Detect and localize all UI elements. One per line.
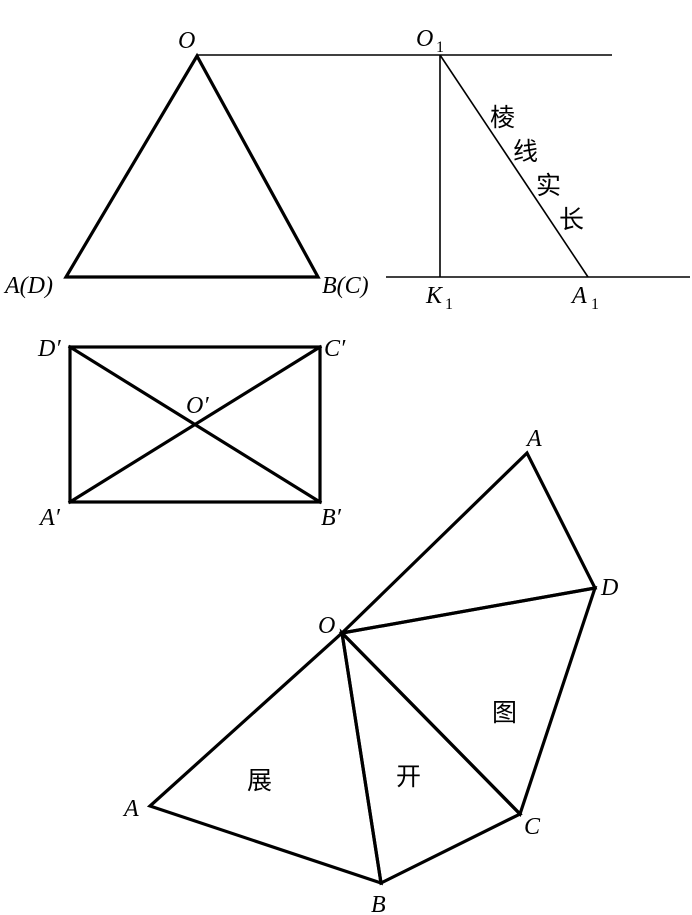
development-vertex-b: B — [371, 892, 386, 915]
development-apex-label: O — [318, 613, 335, 639]
development-face-oad — [337, 450, 598, 636]
true-length-edge — [439, 54, 589, 278]
development-face-label-1: 展 — [247, 766, 272, 795]
front-left-base-label: A(D) — [3, 273, 53, 299]
top-view-label-c: C′ — [324, 336, 346, 362]
front-right-base-label: B(C) — [322, 273, 369, 299]
top-view-label-a: A′ — [38, 505, 61, 531]
front-view-triangle — [63, 52, 321, 279]
development-face-odc — [338, 585, 598, 817]
development-vertex-a-top: A — [525, 426, 542, 452]
top-view-label-d: D′ — [37, 336, 61, 362]
development-face-label-3: 图 — [492, 698, 517, 727]
top-view-rectangle — [68, 345, 322, 504]
caption-char-2: 线 — [513, 137, 538, 166]
development-face-oba — [146, 629, 383, 886]
top-view-diagonal-2 — [67, 344, 323, 505]
label-a1-main: A — [570, 283, 587, 309]
development-face-ocb — [339, 628, 523, 886]
top-view-label-o: O′ — [186, 393, 209, 419]
top-view — [67, 344, 323, 505]
label-o1: O 1 — [416, 26, 444, 56]
true-length-caption: 棱 线 实 长 — [490, 103, 584, 234]
label-a1: A 1 — [570, 283, 599, 313]
development-vertex-c: C — [524, 814, 541, 840]
label-o1-main: O — [416, 26, 433, 52]
caption-char-3: 实 — [536, 171, 561, 200]
development-vertex-a-left: A — [122, 796, 139, 822]
label-a1-sub: 1 — [591, 296, 599, 313]
caption-char-4: 长 — [559, 205, 584, 234]
label-k1-main: K — [425, 283, 444, 309]
development-vertex-d: D — [600, 575, 618, 601]
development-view — [146, 450, 598, 886]
label-k1-sub: 1 — [445, 296, 453, 313]
top-view-label-b: B′ — [321, 505, 342, 531]
front-apex-label: O — [178, 28, 195, 54]
front-view — [63, 52, 321, 279]
label-k1: K 1 — [425, 283, 453, 313]
projection-lines — [197, 54, 690, 278]
caption-char-1: 棱 — [490, 103, 515, 132]
development-face-label-2: 开 — [396, 762, 421, 791]
label-o1-sub: 1 — [436, 39, 444, 56]
